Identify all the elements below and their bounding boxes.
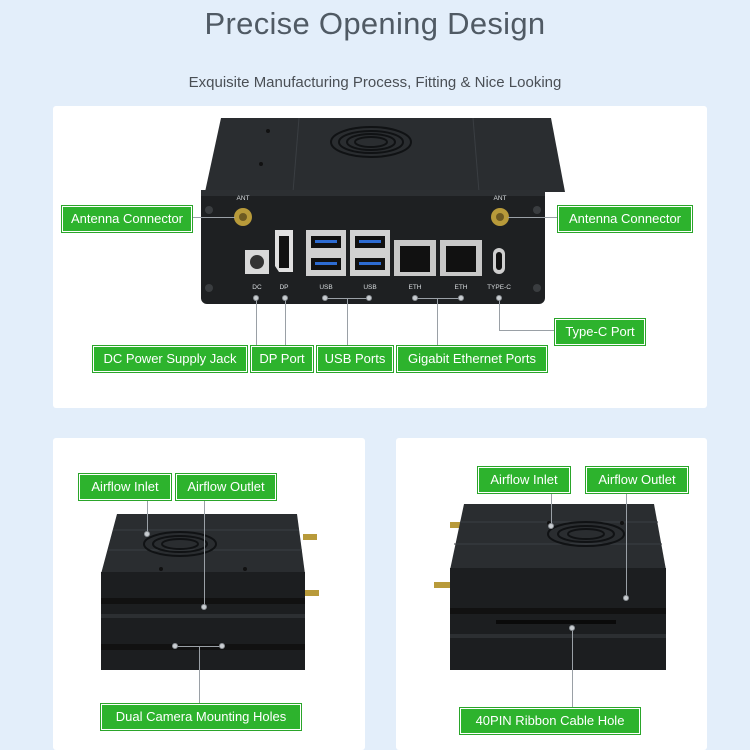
leader-line — [147, 498, 148, 534]
callout-camera-holes: Dual Camera Mounting Holes — [101, 704, 301, 730]
page-title: Precise Opening Design — [204, 6, 546, 41]
leader-line — [499, 298, 500, 330]
marker-dot — [569, 625, 575, 631]
leader-line — [551, 490, 552, 526]
left-side-panel: Airflow Inlet Airflow Outlet Dual Camera… — [53, 438, 365, 750]
callout-antenna-right: Antenna Connector — [558, 206, 692, 232]
callout-airflow-inlet-right: Airflow Inlet — [478, 467, 570, 493]
leader-line — [347, 298, 348, 346]
callout-dp-port: DP Port — [251, 346, 313, 372]
port-label-typec: TYPE-C — [487, 284, 511, 291]
leader-line — [415, 298, 461, 299]
callout-airflow-outlet: Airflow Outlet — [176, 474, 276, 500]
marker-dot — [496, 295, 502, 301]
port-label-eth-2: ETH — [454, 284, 468, 291]
callout-ribbon-hole: 40PIN Ribbon Cable Hole — [460, 708, 640, 734]
port-label-dp: DP — [279, 284, 289, 291]
marker-dot — [458, 295, 464, 301]
page-subtitle: Exquisite Manufacturing Process, Fitting… — [188, 74, 562, 91]
front-view-panel: ANT ANT DC DP USB USB ETH ETH TYPE-C Ant… — [53, 106, 707, 408]
port-label-usb-2: USB — [363, 284, 377, 291]
leader-line — [572, 628, 573, 708]
callout-dc-power: DC Power Supply Jack — [93, 346, 247, 372]
marker-dot — [219, 643, 225, 649]
port-label-dc: DC — [252, 284, 262, 291]
leader-line — [285, 298, 286, 346]
marker-dot — [144, 531, 150, 537]
device-left-image — [101, 514, 319, 670]
marker-dot — [322, 295, 328, 301]
right-side-panel: Airflow Inlet Airflow Outlet 40PIN Ribbo… — [396, 438, 707, 750]
fan-vent — [330, 126, 412, 158]
leader-line — [499, 330, 555, 331]
leader-line — [437, 298, 438, 346]
marker-dot — [172, 643, 178, 649]
port-label-ant-left: ANT — [236, 195, 250, 202]
marker-dot — [623, 595, 629, 601]
fan-vent — [547, 521, 625, 547]
fan-vent — [143, 531, 217, 557]
callout-ethernet-ports: Gigabit Ethernet Ports — [397, 346, 547, 372]
callout-airflow-inlet: Airflow Inlet — [79, 474, 171, 500]
callout-airflow-outlet-right: Airflow Outlet — [586, 467, 688, 493]
marker-dot — [282, 295, 288, 301]
device-right-image — [434, 504, 666, 670]
leader-line — [256, 298, 257, 346]
marker-dot — [412, 295, 418, 301]
port-label-ant-right: ANT — [493, 195, 507, 202]
leader-line — [190, 217, 235, 218]
marker-dot — [366, 295, 372, 301]
callout-antenna-left: Antenna Connector — [62, 206, 192, 232]
port-label-eth-1: ETH — [408, 284, 422, 291]
marker-dot — [548, 523, 554, 529]
leader-line — [204, 498, 205, 608]
marker-dot — [253, 295, 259, 301]
port-label-usb-1: USB — [319, 284, 333, 291]
leader-line — [626, 490, 627, 598]
leader-line — [199, 646, 200, 704]
marker-dot — [201, 604, 207, 610]
callout-type-c: Type-C Port — [555, 319, 645, 345]
leader-line — [508, 217, 558, 218]
callout-usb-ports: USB Ports — [317, 346, 393, 372]
device-front-image — [201, 117, 565, 304]
